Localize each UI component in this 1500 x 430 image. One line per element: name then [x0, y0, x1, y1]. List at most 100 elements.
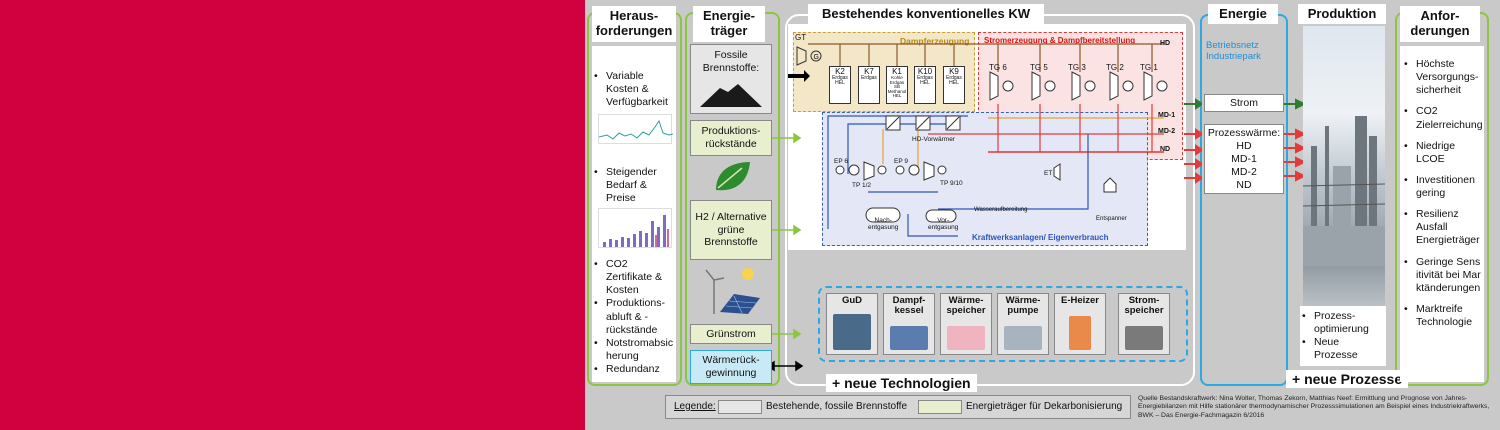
- bar-chart-thumbnail: [598, 208, 672, 248]
- post-degassing-label: Nach- entgasung: [868, 217, 899, 231]
- legend-existing-label: Bestehende, fossile Brennstoffe: [766, 401, 908, 412]
- legend: Legende: Bestehende, fossile Brennstoffe…: [665, 395, 1131, 419]
- boiler-k1: K1 Kohle Erdgas SB Methanol HEL: [886, 66, 908, 104]
- production-item: Prozess-optimierung: [1302, 310, 1384, 336]
- green-power-box: Grünstrom: [690, 324, 772, 344]
- gas-turbine-icon: G: [796, 45, 824, 67]
- requirement-item: Marktreife Technologie: [1404, 303, 1482, 329]
- new-tech-frame: [818, 286, 1188, 362]
- boiler-fuels: Erdgas HEL: [946, 75, 962, 86]
- boiler-k7: K7 Erdgas: [858, 66, 880, 104]
- heat-recovery-label: Wärmerück-gewinnung: [702, 354, 760, 379]
- power-storage-icon: [1125, 326, 1163, 350]
- boiler-fuels: Erdgas HEL: [917, 75, 933, 86]
- turbine-label: TG 1: [1140, 63, 1158, 72]
- production-item: Neue Prozesse: [1302, 336, 1384, 362]
- requirement-item: CO2 Zielerreichung: [1404, 105, 1483, 131]
- heat-level: MD-2: [1231, 166, 1257, 178]
- gud-icon: [833, 314, 871, 350]
- plant-piping: [788, 43, 1168, 237]
- process-heat-label: Prozesswärme:: [1207, 127, 1281, 139]
- ep9-label: EP 9: [894, 158, 908, 165]
- pre-degassing-label: Vor- entgasung: [928, 217, 959, 231]
- turbine-label: TG 3: [1068, 63, 1086, 72]
- challenge-item: Variable Kosten & Verfügbarkeit: [594, 70, 674, 109]
- challenges-list-panel: Variable Kosten & Verfügbarkeit Steigend…: [592, 46, 676, 382]
- heat-level: MD-1: [1231, 153, 1257, 165]
- tp910-label: TP 9/10: [940, 180, 963, 187]
- existing-kw-title: Bestehendes konventionelles KW: [808, 4, 1044, 24]
- turbine-label: TG 6: [989, 63, 1007, 72]
- h2-alt-fuels-box: H2 / Alternative grüne Brennstoffe: [690, 200, 772, 260]
- tech-label: Wärme- pumpe: [1005, 295, 1041, 317]
- turbine-label: TG 5: [1030, 63, 1048, 72]
- tech-heat-pump: Wärme- pumpe: [997, 293, 1049, 355]
- requirements-title: Anfor- derungen: [1400, 6, 1480, 42]
- e-heater-icon: [1069, 316, 1091, 350]
- tech-power-storage: Strom- speicher: [1118, 293, 1170, 355]
- boiler-name: K9: [949, 67, 959, 76]
- challenge-item: Steigender Bedarf & Preise: [594, 166, 674, 205]
- heat-level: ND: [1236, 179, 1252, 191]
- expander-label: Entspanner: [1096, 216, 1127, 222]
- boiler-k2: K2 Erdgas HEL: [829, 66, 851, 104]
- production-residues-label: Produktions-rückstände: [701, 125, 761, 150]
- aux-plant-label: Kraftwerksanlagen/ Eigenverbrauch: [972, 233, 1109, 242]
- fossil-fuels-label: Fossile Brennstoffe:: [702, 49, 760, 74]
- requirements-list-panel: Höchste Versorgungs-sicherheit CO2 Ziele…: [1400, 46, 1484, 382]
- tech-label: E-Heizer: [1060, 295, 1099, 306]
- leaf-icon: [712, 160, 752, 194]
- production-residues-box: Produktions-rückstände: [690, 120, 772, 156]
- requirement-item: Resilienz Ausfall Energieträger: [1404, 208, 1482, 247]
- line-label-hd: HD: [1160, 40, 1171, 47]
- et-label: ET: [1044, 170, 1053, 177]
- requirement-item: Höchste Versorgungs-sicherheit: [1404, 58, 1482, 97]
- tech-steam-boiler: Dampf- kessel: [883, 293, 935, 355]
- challenge-item: CO2 Zertifikate & Kosten: [594, 258, 674, 297]
- source-note: Quelle Bestandskraftwerk: Nina Wolter, T…: [1138, 395, 1490, 419]
- left-color-block: [0, 0, 585, 430]
- gt-label: GT: [795, 33, 807, 42]
- tech-label: Strom- speicher: [1124, 295, 1164, 317]
- carrier-connectors: [772, 98, 1202, 372]
- hd-preheater-label: HD-Vorwärmer: [912, 136, 955, 143]
- tech-label: Dampf- kessel: [892, 295, 926, 317]
- boiler-fuels: Kohle Erdgas SB Methanol HEL: [887, 75, 907, 98]
- requirement-item: Investitionen gering: [1404, 174, 1482, 200]
- boiler-fuels: Erdgas: [861, 75, 877, 81]
- new-processes-label: + neue Prozesse: [1286, 370, 1409, 388]
- tech-gud: GuD: [826, 293, 878, 355]
- boiler-name: K7: [864, 67, 874, 76]
- energy-title: Energie: [1208, 4, 1278, 24]
- coal-pile-icon: [698, 82, 764, 108]
- water-treatment-label: Wasseraufbereitung: [974, 207, 1028, 213]
- boiler-name: K1: [892, 67, 902, 76]
- line-label-md1: MD-1: [1158, 112, 1176, 119]
- legend-decarb-label: Energieträger für Dekarbonisierung: [966, 401, 1123, 412]
- turbine-label: TG 2: [1106, 63, 1124, 72]
- steam-boiler-icon: [890, 326, 928, 350]
- boiler-name: K10: [917, 67, 933, 76]
- energy-frame: [1200, 14, 1288, 386]
- grid-label: Betriebsnetz Industriepark: [1206, 40, 1261, 63]
- production-title: Produktion: [1298, 4, 1386, 24]
- line-label-md2: MD-2: [1158, 128, 1176, 135]
- green-power-label: Grünstrom: [706, 327, 756, 340]
- heat-pump-icon: [1004, 326, 1042, 350]
- steam-generation-label: Dampferzeugung: [900, 36, 970, 46]
- tech-heat-storage: Wärme- speicher: [940, 293, 992, 355]
- challenges-title: Heraus- forderungen: [592, 6, 676, 42]
- energy-to-production-arrows: [1284, 98, 1304, 182]
- price-chart-thumbnail: [598, 114, 674, 144]
- challenge-item: Redundanz: [594, 363, 674, 376]
- new-tech-label: + neue Technologien: [826, 374, 977, 392]
- power-box: Strom: [1204, 94, 1284, 112]
- heat-storage-icon: [947, 326, 985, 350]
- legend-label: Legende:: [674, 401, 716, 412]
- power-label: Strom: [1229, 97, 1258, 109]
- boiler-name: K2: [835, 67, 845, 76]
- h2-alt-fuels-label: H2 / Alternative grüne Brennstoffe: [695, 211, 767, 249]
- boiler-fuels: Erdgas HEL: [832, 75, 848, 86]
- heat-recovery-box: Wärmerück-gewinnung: [690, 350, 772, 384]
- line-label-nd: ND: [1160, 146, 1171, 153]
